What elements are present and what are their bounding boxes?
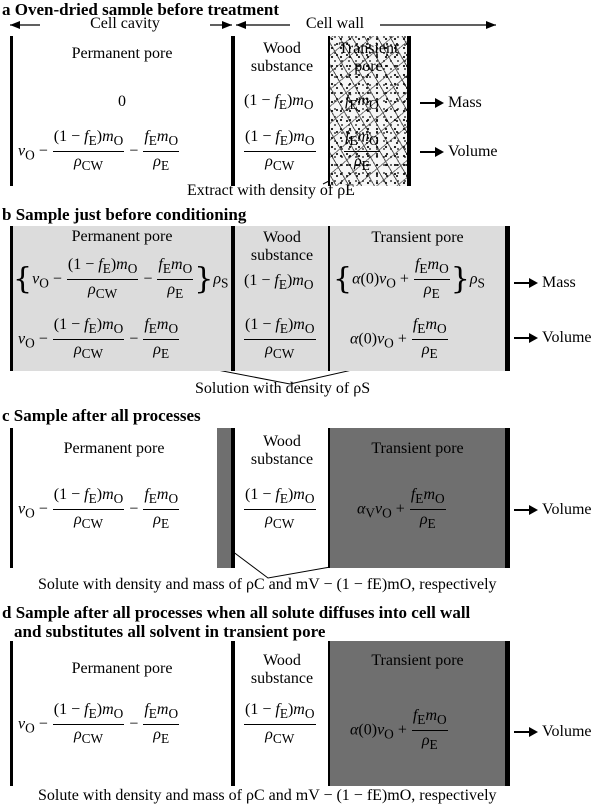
- right-wall-c: [505, 428, 510, 568]
- panel-a-title: a Oven-dried sample before treatment: [2, 0, 279, 19]
- panel-c-title: c Sample after all processes: [2, 406, 201, 425]
- mass-wood-a: (1 − fE)mO: [244, 92, 314, 113]
- caption-d: Solute with density and mass of ρC and m…: [38, 787, 497, 804]
- panel-d-title-2: and substitutes all solvent in transient…: [14, 622, 326, 641]
- divider-b2: [328, 226, 330, 371]
- divider-d: [231, 641, 235, 786]
- right-wall-d: [505, 641, 510, 786]
- caption-c: Solute with density and mass of ρC and m…: [38, 576, 497, 593]
- divider-c: [231, 428, 235, 568]
- left-wall-a: [10, 36, 13, 186]
- divider-c2: [328, 428, 330, 568]
- transient-pore-fill-c: [330, 428, 505, 568]
- transient-pore-fill-d: [330, 641, 505, 786]
- panel-d-title-1: d Sample after all processes when all so…: [2, 603, 471, 622]
- permanent-pore-label-a: Permanent pore: [71, 45, 173, 62]
- permanent-pore-label-b: Permanent pore: [71, 228, 173, 245]
- panel-b-title: b Sample just before conditioning: [2, 205, 247, 224]
- permanent-pore-label-c: Permanent pore: [63, 440, 165, 457]
- transient-pore-label-c: Transient pore: [371, 440, 464, 457]
- caption-b: Solution with density of ρS: [195, 380, 371, 397]
- permanent-pore-label-d: Permanent pore: [71, 660, 173, 677]
- cell-wall-label: Cell wall: [290, 15, 380, 33]
- volume-label-d: Volume: [542, 723, 592, 740]
- mass-label-b: Mass: [542, 274, 576, 291]
- right-wall-b: [505, 226, 510, 371]
- divider-b: [231, 226, 235, 371]
- transient-pore-label-d: Transient pore: [371, 652, 464, 669]
- divider-a2: [328, 36, 330, 186]
- volume-label-c: Volume: [542, 501, 592, 518]
- mass-transient-a: fEmO: [345, 92, 379, 113]
- caption-a: Extract with density of ρE: [187, 182, 355, 199]
- divider-d2: [328, 641, 330, 786]
- cell-cavity-label: Cell cavity: [40, 15, 210, 33]
- left-wall-d: [10, 641, 13, 786]
- volume-label-a: Volume: [448, 143, 498, 160]
- panel-b-fill: [10, 226, 510, 371]
- cavity-solute-fill-c: [217, 428, 231, 568]
- mass-label-a: Mass: [448, 94, 482, 111]
- transient-pore-fill-a: [330, 36, 407, 186]
- zero-value: 0: [118, 93, 126, 110]
- transient-pore-label-b: Transient pore: [371, 229, 464, 246]
- mass-wood-b: (1 − fE)mO: [244, 272, 314, 293]
- left-wall-b: [10, 226, 13, 371]
- right-wall-a: [407, 36, 411, 186]
- volume-label-b: Volume: [542, 329, 592, 346]
- divider-a: [231, 36, 235, 186]
- left-wall-c: [10, 428, 13, 568]
